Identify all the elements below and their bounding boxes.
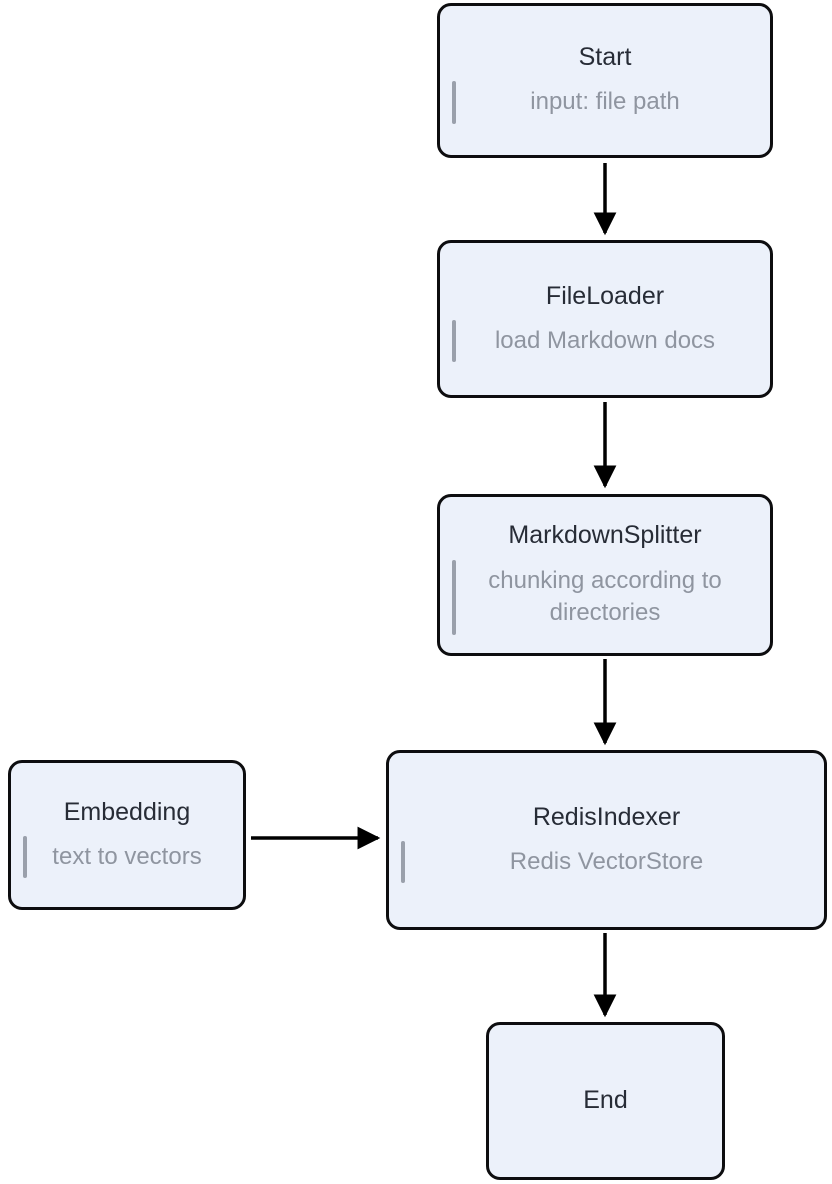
node-end-title: End — [583, 1086, 628, 1115]
node-start-subtitle-row: input: file path — [440, 81, 770, 124]
node-markdownsplitter-title: MarkdownSplitter — [508, 521, 702, 550]
node-redisindexer-subtitle: Redis VectorStore — [509, 847, 704, 875]
quote-bar — [23, 835, 27, 879]
node-markdownsplitter: MarkdownSplitter chunking according to d… — [437, 494, 773, 656]
node-end: End — [486, 1022, 725, 1180]
node-start-subtitle: input: file path — [530, 88, 680, 116]
quote-bar — [452, 319, 456, 363]
node-redisindexer-title: RedisIndexer — [532, 802, 681, 831]
node-redisindexer-subtitle-row: Redis VectorStore — [389, 840, 824, 884]
node-redisindexer: RedisIndexer Redis VectorStore — [386, 750, 827, 930]
node-markdownsplitter-subtitle-row: chunking according to directories — [440, 559, 770, 635]
quote-bar — [452, 81, 456, 124]
node-start-title: Start — [578, 43, 632, 72]
quote-bar — [401, 840, 405, 884]
node-fileloader: FileLoader load Markdown docs — [437, 240, 773, 398]
node-embedding: Embedding text to vectors — [8, 760, 246, 910]
node-fileloader-subtitle-row: load Markdown docs — [440, 319, 770, 363]
node-markdownsplitter-subtitle: chunking according to directories — [488, 566, 722, 627]
node-embedding-title: Embedding — [63, 797, 191, 826]
quote-bar — [452, 559, 456, 635]
node-start: Start input: file path — [437, 3, 773, 158]
node-embedding-subtitle: text to vectors — [52, 842, 202, 870]
node-fileloader-subtitle: load Markdown docs — [494, 326, 716, 354]
node-fileloader-title: FileLoader — [545, 281, 665, 310]
node-embedding-subtitle-row: text to vectors — [11, 835, 243, 879]
